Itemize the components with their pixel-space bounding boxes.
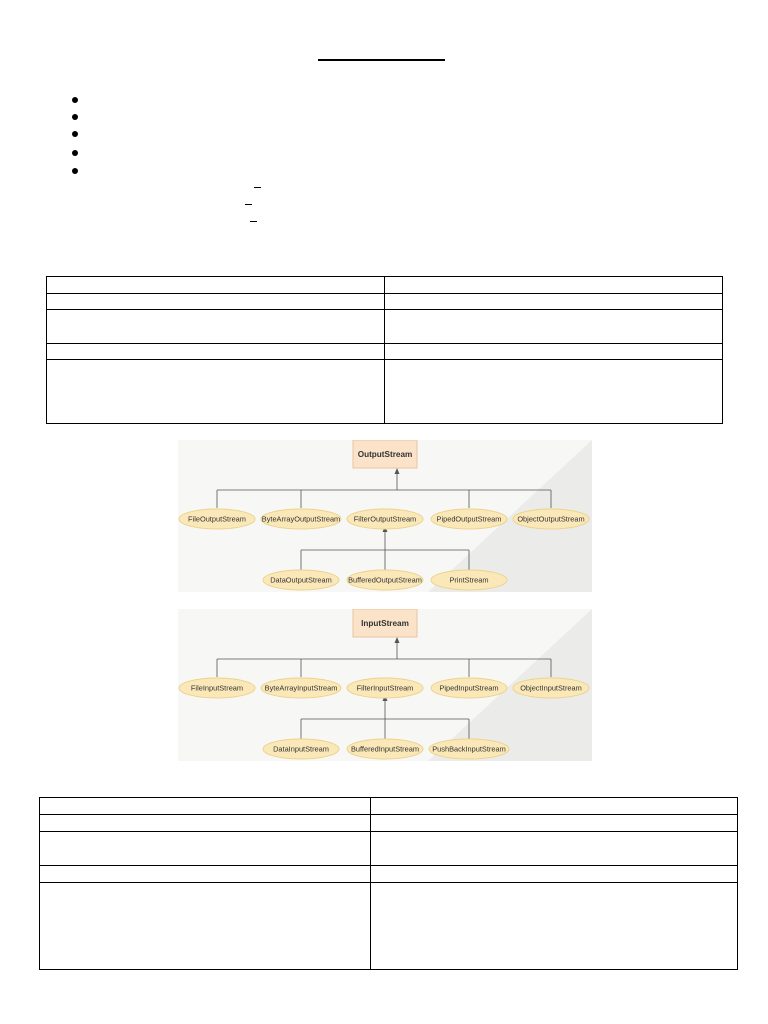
svg-text:BufferedInputStream: BufferedInputStream — [351, 745, 419, 754]
svg-text:ByteArrayInputStream: ByteArrayInputStream — [265, 684, 338, 693]
table-cell — [384, 309, 723, 344]
bullet-5 — [72, 168, 78, 174]
bullet-4 — [72, 150, 78, 156]
class-node: ByteArrayOutputStream — [260, 508, 342, 530]
sub-item-marker — [245, 204, 252, 205]
sub-item-marker — [250, 221, 257, 222]
table-row — [39, 831, 738, 866]
table-row — [39, 814, 738, 832]
root-node: InputStream — [352, 609, 418, 638]
input-stream-hierarchy-diagram: InputStream FileInputStream ByteArrayInp… — [178, 609, 592, 761]
input-stream-methods-table — [39, 797, 738, 970]
table-cell — [370, 797, 738, 815]
table-row — [39, 882, 738, 970]
svg-text:PipedOutputStream: PipedOutputStream — [437, 515, 502, 524]
table-cell — [370, 882, 738, 970]
svg-text:BufferedOutputStream: BufferedOutputStream — [348, 576, 422, 585]
svg-text:DataOutputStream: DataOutputStream — [270, 576, 332, 585]
class-node: DataInputStream — [262, 738, 340, 760]
class-node: ObjectOutputStream — [512, 508, 590, 530]
class-node: FileOutputStream — [178, 508, 256, 530]
table-row — [46, 276, 723, 294]
table-cell — [384, 343, 723, 360]
svg-text:InputStream: InputStream — [361, 619, 409, 628]
connector-lines — [216, 639, 552, 739]
table-cell — [370, 814, 738, 832]
table-cell — [46, 359, 385, 424]
svg-text:ByteArrayOutputStream: ByteArrayOutputStream — [262, 515, 340, 524]
table-cell — [370, 831, 738, 866]
inheritance-arrow — [394, 637, 400, 643]
svg-text:FileInputStream: FileInputStream — [191, 684, 243, 693]
output-stream-methods-table — [46, 276, 723, 424]
table-row — [39, 797, 738, 815]
table-row — [46, 309, 723, 344]
title-underline — [318, 59, 445, 61]
class-node: DataOutputStream — [262, 569, 340, 591]
sub-item-marker — [254, 187, 261, 188]
bullet-1 — [72, 97, 78, 103]
class-node: FilterOutputStream — [346, 508, 424, 530]
inheritance-arrow — [394, 468, 400, 474]
class-node: PushBackInputStream — [428, 738, 510, 760]
table-row — [46, 293, 723, 310]
table-cell — [46, 276, 385, 294]
svg-text:OutputStream: OutputStream — [358, 450, 413, 459]
output-stream-hierarchy-diagram: OutputStream FileOutputStream ByteArrayO… — [178, 440, 592, 592]
table-cell — [39, 865, 371, 883]
svg-text:ObjectOutputStream: ObjectOutputStream — [517, 515, 584, 524]
table-cell — [46, 309, 385, 344]
svg-text:PrintStream: PrintStream — [449, 576, 488, 585]
class-node: FilterInputStream — [346, 677, 424, 699]
table-cell — [46, 343, 385, 360]
table-cell — [39, 831, 371, 866]
bullet-3 — [72, 131, 78, 137]
class-node: PrintStream — [430, 569, 508, 591]
table-cell — [384, 359, 723, 424]
svg-text:PipedInputStream: PipedInputStream — [439, 684, 498, 693]
svg-text:PushBackInputStream: PushBackInputStream — [432, 745, 506, 754]
connector-lines — [216, 470, 552, 570]
root-node: OutputStream — [352, 440, 418, 469]
class-node: FileInputStream — [178, 677, 256, 699]
table-cell — [370, 865, 738, 883]
svg-text:ObjectInputStream: ObjectInputStream — [520, 684, 582, 693]
table-cell — [39, 797, 371, 815]
svg-text:FilterOutputStream: FilterOutputStream — [354, 515, 416, 524]
table-row — [46, 343, 723, 360]
class-node: BufferedInputStream — [346, 738, 424, 760]
class-node: ObjectInputStream — [512, 677, 590, 699]
class-node: PipedOutputStream — [430, 508, 508, 530]
table-cell — [46, 293, 385, 310]
table-cell — [384, 293, 723, 310]
table-cell — [39, 814, 371, 832]
svg-text:FileOutputStream: FileOutputStream — [188, 515, 246, 524]
table-cell — [39, 882, 371, 970]
class-node: BufferedOutputStream — [346, 569, 424, 591]
class-node: PipedInputStream — [430, 677, 508, 699]
table-row — [39, 865, 738, 883]
class-node: ByteArrayInputStream — [260, 677, 342, 699]
svg-text:FilterInputStream: FilterInputStream — [357, 684, 414, 693]
bullet-2 — [72, 114, 78, 120]
table-cell — [384, 276, 723, 294]
table-row — [46, 359, 723, 424]
svg-text:DataInputStream: DataInputStream — [273, 745, 329, 754]
